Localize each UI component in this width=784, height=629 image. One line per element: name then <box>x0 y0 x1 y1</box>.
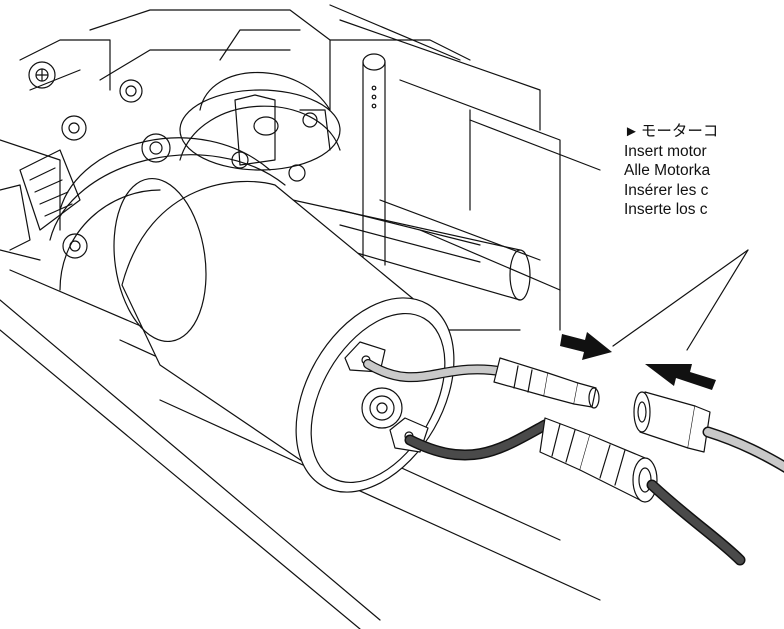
caption-line-german: Alle Motorka <box>624 162 711 179</box>
instruction-caption: ►モーターコ Insert motor Alle Motorka Insérer… <box>624 122 784 220</box>
spur-gear <box>0 149 81 251</box>
caption-line-japanese: ►モーターコ <box>624 122 784 142</box>
screw-center <box>141 133 171 163</box>
motor-mount-ring <box>49 137 286 291</box>
connector-sleeve-dark <box>539 417 658 503</box>
motor-bearing <box>361 387 403 429</box>
light-wire-esc <box>702 426 784 473</box>
caption-text-japanese: モーターコ <box>640 123 719 140</box>
caption-line-spanish: Inserte los c <box>624 201 708 218</box>
arrow-push-right <box>560 332 612 360</box>
gear-housing <box>19 9 471 171</box>
screw-upper <box>119 79 143 103</box>
caption-line-french: Insérer les c <box>624 181 709 199</box>
leader-lines <box>612 249 749 351</box>
bullet-connector-female <box>633 391 711 453</box>
screw-top-left <box>28 61 56 89</box>
arrow-push-left <box>645 364 716 390</box>
caption-line-english: Insert motor <box>624 142 707 160</box>
dark-wire-motor <box>404 419 551 461</box>
bracket-right <box>231 94 331 182</box>
triangle-pointer-icon: ► <box>624 123 639 140</box>
bullet-connector-male <box>493 357 600 409</box>
screw-mid-left <box>61 115 87 141</box>
post <box>362 53 386 266</box>
light-wire-motor <box>363 359 510 383</box>
motor-can <box>113 177 455 493</box>
dark-wire-esc <box>646 479 746 566</box>
